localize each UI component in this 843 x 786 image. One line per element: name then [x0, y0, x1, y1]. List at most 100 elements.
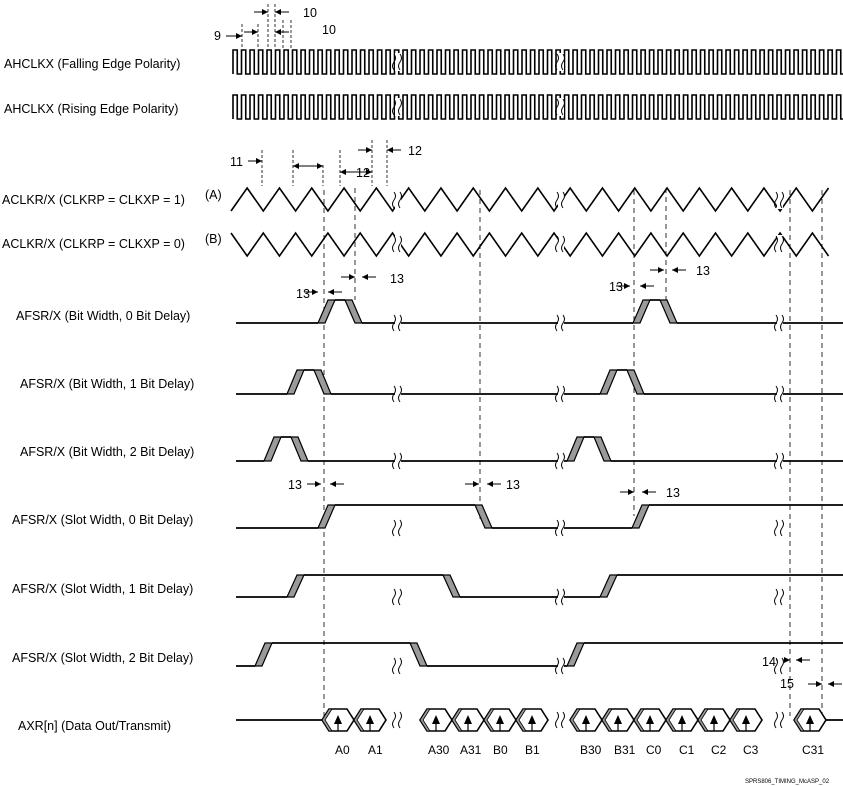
break-left-1-5	[555, 385, 559, 403]
axr-sample-arrow-3	[464, 715, 472, 724]
break-left-1-2	[555, 191, 559, 209]
break-right-1-6	[561, 452, 565, 470]
break-left-1-10	[555, 711, 559, 729]
break-left-1-4	[555, 314, 559, 332]
data-label-b1: B1	[525, 743, 540, 757]
break-left-2-4	[774, 314, 778, 332]
break-right-1-9	[561, 657, 565, 675]
afsr-slot2-fall-1	[409, 642, 428, 667]
axr-sample-arrow-10	[710, 715, 718, 724]
data-label-c0: C0	[646, 743, 662, 757]
afsr-slot1-fall-1	[442, 574, 461, 598]
axr-cell-edge-3	[451, 708, 463, 732]
break-left-2-5	[774, 385, 778, 403]
axr-cell-edge-1	[353, 708, 365, 732]
break-right-0-10	[398, 711, 402, 729]
axr-cell-edge-2	[419, 708, 431, 732]
break-gap-0-2	[395, 191, 401, 209]
break-gap-1-1	[558, 98, 564, 116]
break-right-2-6	[780, 452, 784, 470]
break-left-1-7	[555, 519, 559, 537]
break-right-1-2	[561, 191, 565, 209]
break-right-2-7	[780, 519, 784, 537]
break-gap-0-10	[395, 711, 401, 729]
break-gap-2-4	[777, 314, 783, 332]
break-gap-1-8	[558, 588, 564, 606]
signal-label-ahclkx-falling: AHCLKX (Falling Edge Polarity)	[4, 57, 180, 71]
break-left-1-9	[555, 657, 559, 675]
param-9: 9	[214, 29, 221, 43]
axr-sample-arrow-8	[646, 715, 654, 724]
data-label-b0: B0	[493, 743, 508, 757]
axr-sample-arrow-11	[742, 715, 750, 724]
break-marks	[392, 53, 784, 729]
afsr-bit1-pulse-1-fall	[313, 369, 332, 395]
axr-sample-arrow-1	[366, 715, 374, 724]
break-gap-1-10	[558, 711, 564, 729]
afsr-slot0-fall-1	[474, 504, 493, 529]
signal-label-ahclkx-rising: AHCLKX (Rising Edge Polarity)	[4, 102, 178, 116]
axr-sample-arrow-4	[496, 715, 504, 724]
break-gap-2-5	[777, 385, 783, 403]
break-gap-1-7	[558, 519, 564, 537]
break-gap-0-3	[395, 235, 401, 253]
break-right-0-5	[398, 385, 402, 403]
data-label-c2: C2	[711, 743, 727, 757]
break-gap-0-9	[395, 657, 401, 675]
ahclkx-rising-wave	[232, 94, 843, 120]
param-13-d: 13	[696, 264, 710, 278]
param-13-b: 13	[390, 272, 404, 286]
break-right-1-0	[561, 53, 565, 71]
signal-label-afsr-bit1: AFSR/X (Bit Width, 1 Bit Delay)	[20, 377, 194, 391]
break-gap-0-5	[395, 385, 401, 403]
param-11: 11	[230, 155, 243, 169]
break-gap-1-3	[558, 235, 564, 253]
axr-cell-edge-6	[569, 708, 581, 732]
break-gap-2-9	[777, 657, 783, 675]
break-right-2-3	[780, 235, 784, 253]
break-right-1-5	[561, 385, 565, 403]
break-left-0-6	[392, 452, 396, 470]
axr-cell-edge-10	[697, 708, 709, 732]
afsr-bit1-pulse-2-fall	[626, 369, 645, 395]
axr-cell-edge-7	[601, 708, 613, 732]
data-label-a31: A31	[460, 743, 482, 757]
afsr-slot0-rise-1	[317, 504, 336, 529]
break-right-0-1	[398, 98, 402, 116]
break-right-0-7	[398, 519, 402, 537]
break-gap-1-5	[558, 385, 564, 403]
data-label-b30: B30	[580, 743, 602, 757]
param-13-e: 13	[288, 478, 302, 492]
aclk-a-wave	[230, 186, 830, 213]
break-right-2-4	[780, 314, 784, 332]
data-label-c3: C3	[743, 743, 759, 757]
break-right-2-9	[780, 657, 784, 675]
break-right-1-3	[561, 235, 565, 253]
break-gap-0-8	[395, 588, 401, 606]
axr-sample-arrow-12	[806, 715, 814, 724]
afsr-bit2-pulse-2-fall	[593, 436, 612, 462]
param-15: 15	[780, 677, 794, 691]
param-10-a: 10	[303, 6, 317, 20]
break-left-0-3	[392, 235, 396, 253]
signal-label-aclk-a-note: (A)	[205, 188, 222, 202]
afsr-bit1-pulse-2-rise	[599, 369, 618, 395]
break-gap-2-6	[777, 452, 783, 470]
break-gap-0-4	[395, 314, 401, 332]
signal-label-afsr-slot1: AFSR/X (Slot Width, 1 Bit Delay)	[12, 582, 193, 596]
param-12-b: 12	[356, 166, 370, 180]
break-gap-1-0	[558, 53, 564, 71]
break-left-2-8	[774, 588, 778, 606]
break-right-1-4	[561, 314, 565, 332]
param-13-g: 13	[666, 486, 680, 500]
break-left-0-0	[392, 53, 396, 71]
axr-cell-edge-11	[729, 708, 741, 732]
break-right-2-5	[780, 385, 784, 403]
afsr-bit0-pulse-2-rise	[632, 299, 651, 324]
break-gap-2-3	[777, 235, 783, 253]
break-right-0-4	[398, 314, 402, 332]
break-left-1-6	[555, 452, 559, 470]
afsr-slot2-rise-2	[566, 642, 585, 667]
data-label-c1: C1	[679, 743, 695, 757]
